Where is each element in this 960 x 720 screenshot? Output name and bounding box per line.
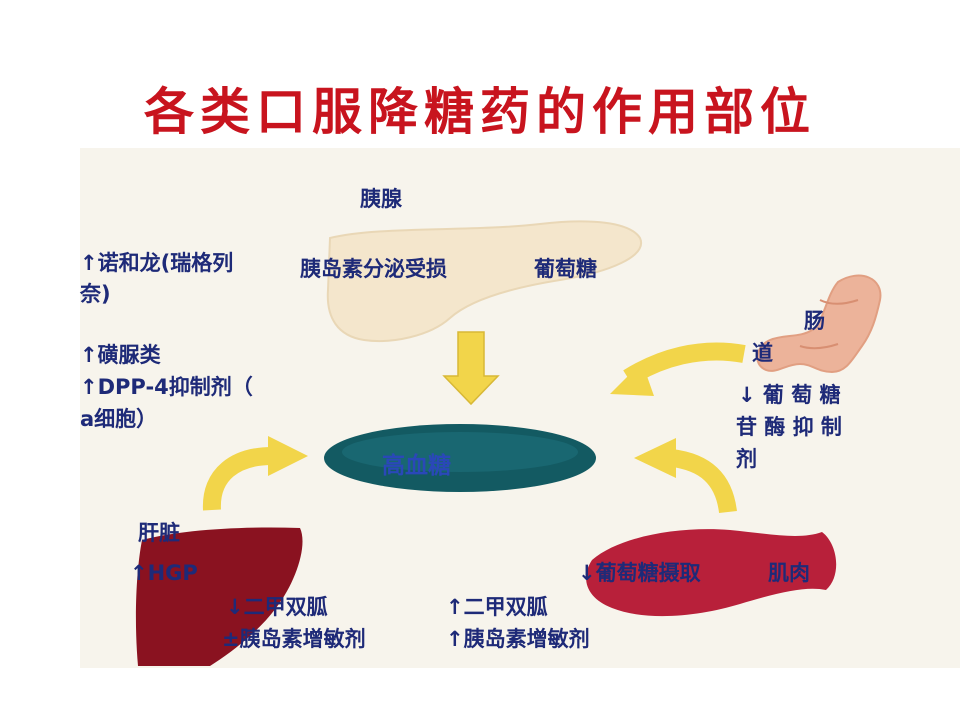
insulin-secretion-label: 胰岛素分泌受损 [300,257,447,281]
agi-line-1: ↓ 葡 萄 糖 [738,383,841,407]
agi-line-2: 苷 酶 抑 制 [736,415,842,439]
liver-shape [135,527,303,666]
liver-label: 肝脏 [138,521,180,545]
muscle-drug-line-1: ↑二甲双胍 [446,595,548,619]
liver-drug-line-1: ↓二甲双胍 [226,595,328,619]
muscle-drug-line-2: ↑胰岛素增敏剂 [446,627,590,651]
muscle-to-blood-arrow [634,438,737,514]
intestine-to-blood-arrow [610,342,746,396]
glucose-top-label: 葡萄糖 [534,257,597,281]
left-drug-line-2: 奈) [80,282,111,306]
page-title: 各类口服降糖药的作用部位 [144,82,816,141]
high-glucose-label: 高血糖 [382,453,451,479]
intestine-label-2: 道 [752,341,773,365]
left-drug-line-1: ↑诺和龙(瑞格列 [80,251,234,275]
left-drug-line-3: ↑磺脲类 [80,343,161,367]
intestine-shape [756,274,882,374]
agi-line-3: 剂 [736,447,757,471]
muscle-label: 肌肉 [768,561,810,585]
glucose-uptake-label: ↓葡萄糖摄取 [578,561,701,585]
hgp-label: ↑HGP [130,561,198,585]
pancreas-to-blood-arrow [442,331,500,406]
left-drug-line-5: a细胞） [80,407,158,431]
left-drug-line-4: ↑DPP-4抑制剂（ [80,375,253,399]
liver-drug-line-2: ±胰岛素增敏剂 [222,627,366,651]
pancreas-label: 胰腺 [360,187,402,211]
pancreas-shape [326,220,643,342]
muscle-shape [586,529,837,617]
intestine-label-1: 肠 [804,309,825,333]
liver-to-blood-arrow [202,436,308,511]
